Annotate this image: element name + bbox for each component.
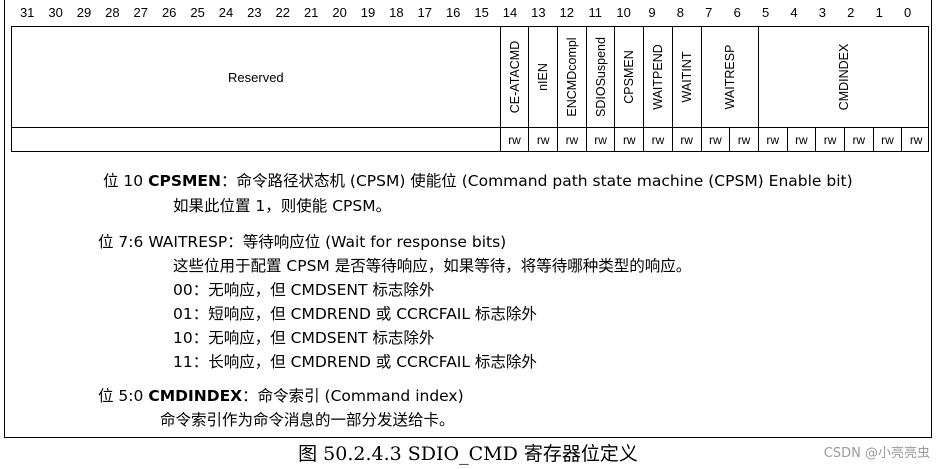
field-label: SDIOSuspend: [593, 37, 608, 117]
bit-number: 9: [648, 5, 656, 20]
bit-number: 24: [218, 5, 234, 20]
bit-number: 31: [19, 5, 35, 20]
bit-number: 0: [903, 5, 912, 20]
bit-number: 21: [303, 5, 319, 20]
bit-number: 18: [389, 5, 404, 20]
field-label: WAITRESP: [722, 44, 737, 110]
bit-number: 22: [275, 5, 291, 20]
access-cell: rw: [499, 128, 529, 152]
field-cell-encmdcompl: ENCMDcompl: [557, 27, 586, 127]
access-cell: rw: [700, 128, 730, 152]
figure-caption: 图 50.2.4.3 SDIO_CMD 寄存器位定义: [298, 443, 638, 465]
cmdindex-title-text: ：命令索引 (Command index): [242, 387, 464, 405]
bit-number: 27: [133, 5, 149, 20]
cpsmen-bit-prefix: 位 10: [103, 172, 149, 190]
access-cell: rw: [815, 128, 844, 152]
cmdindex-title: 位 5:0 CMDINDEX：命令索引 (Command index): [98, 385, 936, 407]
access-cell: rw: [843, 128, 873, 152]
bit-number: 7: [705, 5, 713, 20]
access-cell: rw: [671, 128, 701, 152]
waitresp-description: 位 7:6 WAITRESP：等待响应位 (Wait for response …: [98, 231, 936, 373]
bit-number: 23: [247, 5, 262, 20]
cmdindex-description: 位 5:0 CMDINDEX：命令索引 (Command index) 命令索引…: [98, 385, 936, 431]
waitresp-line: 10：无响应，但 CMDSENT 标志除外: [173, 329, 435, 347]
cpsmen-field-name: CPSMEN: [148, 172, 221, 190]
field-cell-reserved: Reserved: [12, 27, 500, 127]
access-cell: rw: [585, 128, 615, 152]
bit-number: 19: [360, 5, 376, 20]
bit-number: 16: [445, 5, 461, 20]
bit-number: 1: [875, 5, 883, 20]
access-cell: rw: [729, 128, 758, 152]
waitresp-line: 00：无响应，但 CMDSENT 标志除外: [173, 281, 435, 299]
bit-number: 4: [790, 5, 798, 20]
field-cell-waitresp: WAITRESP: [700, 27, 758, 127]
field-cell-cmdindex: CMDINDEX: [757, 27, 930, 127]
field-label: WAITINT: [679, 51, 694, 103]
access-cell: rw: [557, 128, 586, 152]
field-cell-nien: nIEN: [528, 27, 557, 127]
access-cell: rw: [901, 128, 930, 152]
bit-number: 25: [190, 5, 205, 20]
bit-number: 8: [676, 5, 684, 20]
field-cell-cpsmen: CPSMEN: [614, 27, 643, 127]
cmdindex-line: 命令索引作为命令消息的一部分发送给卡。: [160, 411, 455, 429]
bit-number: 15: [474, 5, 489, 20]
access-cell: rw: [786, 128, 816, 152]
register-bit-table: Reserved CE-ATACMD nIEN ENCMDcompl SDIOSuspe…: [11, 26, 929, 152]
field-cell-waitint: WAITINT: [671, 27, 701, 127]
access-cell: rw: [872, 128, 902, 152]
access-cell: rw: [528, 128, 557, 152]
field-label: nIEN: [536, 63, 551, 91]
waitresp-line: 这些位用于配置 CPSM 是否等待响应，如果等待，将等待哪种类型的响应。: [173, 257, 692, 275]
bit-number: 12: [559, 5, 575, 20]
field-label: ENCMDcompl: [564, 37, 579, 117]
field-cell-sdiosuspend: SDIOSuspend: [585, 27, 615, 127]
field-label: CPSMEN: [622, 50, 637, 104]
waitresp-field-name: WAITRESP: [148, 233, 228, 251]
cpsmen-line: 如果此位置 1，则使能 CPSM。: [173, 197, 392, 215]
field-label: Reserved: [228, 69, 284, 85]
field-cell-ce-atacmd: CE-ATACMD: [499, 27, 529, 127]
field-cell-waitpend: WAITPEND: [643, 27, 672, 127]
bit-number: 13: [531, 5, 546, 20]
field-label: WAITPEND: [650, 44, 665, 110]
bit-number: 10: [616, 5, 631, 20]
bit-number: 17: [417, 5, 433, 20]
field-label: CE-ATACMD: [507, 40, 522, 114]
cmdindex-bit-prefix: 位 5:0: [98, 387, 149, 405]
access-cell: rw: [757, 128, 787, 152]
bit-number: 29: [76, 5, 92, 20]
watermark: CSDN @小亮亮虫: [823, 446, 930, 461]
cmdindex-field-name: CMDINDEX: [148, 387, 243, 405]
cpsmen-description: 位 10 CPSMEN：命令路径状态机 (CPSM) 使能位 (Command …: [103, 170, 936, 217]
waitresp-title: 位 7:6 WAITRESP：等待响应位 (Wait for response …: [98, 231, 936, 253]
bit-number: 14: [502, 5, 518, 20]
bit-number: 28: [105, 5, 120, 20]
waitresp-title-text: ：等待响应位 (Wait for response bits): [227, 233, 507, 251]
bit-number: 3: [818, 5, 826, 20]
waitresp-line: 01：短响应，但 CMDREND 或 CCRCFAIL 标志除外: [173, 305, 537, 323]
cpsmen-title: 位 10 CPSMEN：命令路径状态机 (CPSM) 使能位 (Command …: [103, 170, 936, 192]
bit-number: 2: [847, 5, 855, 20]
bit-number: 5: [761, 5, 770, 20]
bit-number: 30: [48, 5, 63, 20]
access-cell: rw: [643, 128, 672, 152]
bit-number: 6: [733, 5, 741, 20]
bit-number: 20: [332, 5, 347, 20]
bit-number: 26: [161, 5, 177, 20]
access-cell: rw: [614, 128, 643, 152]
waitresp-bit-prefix: 位 7:6: [98, 233, 149, 251]
waitresp-line: 11：长响应，但 CMDREND 或 CCRCFAIL 标志除外: [173, 353, 537, 371]
field-label: CMDINDEX: [837, 43, 852, 111]
bit-number: 11: [588, 5, 602, 20]
cpsmen-title-text: ：命令路径状态机 (CPSM) 使能位 (Command path state …: [220, 172, 853, 190]
